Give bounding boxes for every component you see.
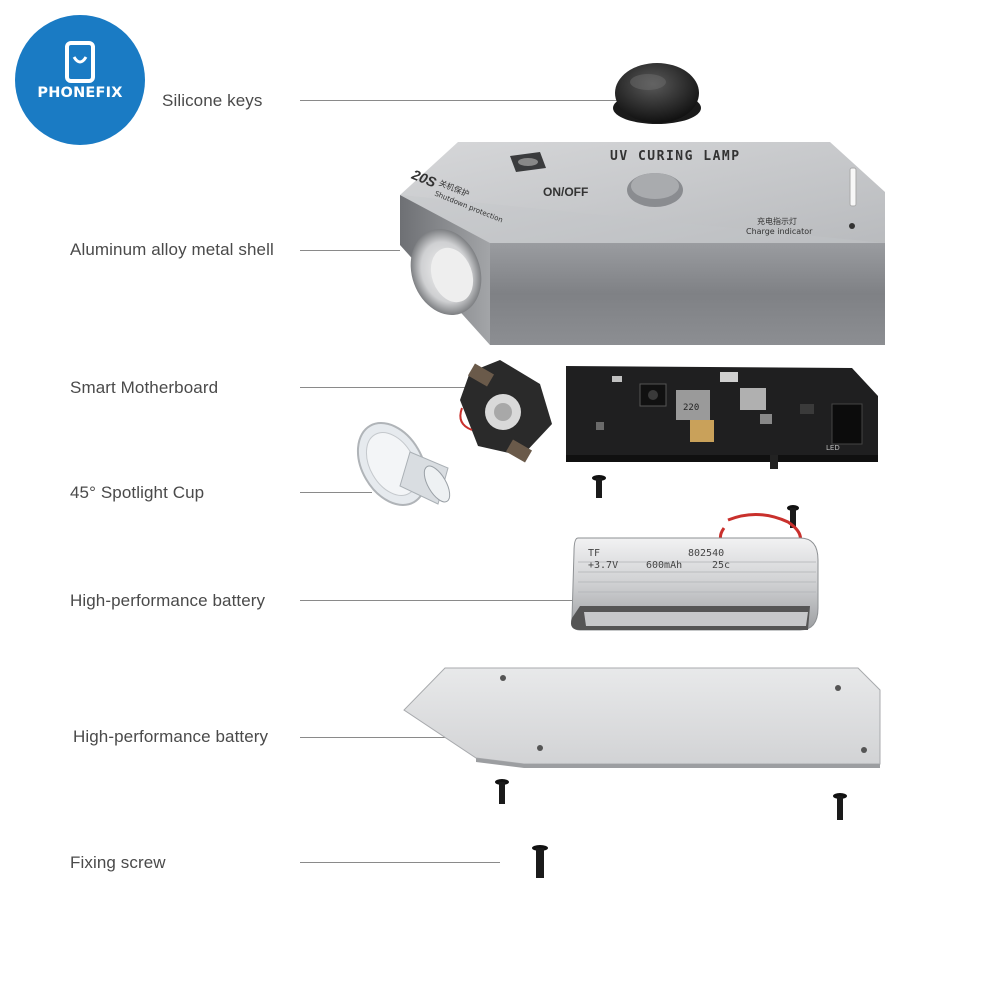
phone-icon <box>65 41 95 83</box>
label-silicone-keys: Silicone keys <box>162 91 263 110</box>
bottom-plate <box>403 667 881 768</box>
leader-silicone-keys <box>300 100 620 101</box>
label-screw: Fixing screw <box>70 853 166 872</box>
phonefix-logo: PHONEFIX <box>15 15 145 145</box>
label-motherboard: Smart Motherboard <box>70 378 219 397</box>
battery-voltage: +3.7V <box>588 560 618 571</box>
label-shell: Aluminum alloy metal shell <box>70 240 274 259</box>
battery: TF 802540 +3.7V 600mAh 25c <box>571 513 819 631</box>
battery-rate: 25c <box>712 560 730 571</box>
screw-plate-left <box>495 779 509 804</box>
shell-charge-en: Charge indicator <box>746 227 813 236</box>
screw-fixing <box>532 845 548 878</box>
label-spotlight: 45° Spotlight Cup <box>70 483 205 502</box>
shell-on-off: ON/OFF <box>543 185 588 199</box>
screw-battery <box>787 505 799 528</box>
board-inductor-mark: 220 <box>683 403 699 413</box>
battery-line1-right: 802540 <box>688 548 724 559</box>
label-bottom-plate: High-performance battery <box>73 727 269 746</box>
leader-spotlight <box>300 492 372 493</box>
leader-shell <box>300 250 400 251</box>
led-star-board <box>459 360 552 463</box>
label-battery: High-performance battery <box>70 591 266 610</box>
motherboard: 220 LED <box>566 366 878 469</box>
board-led-mark: LED <box>826 444 840 452</box>
aluminum-shell <box>400 142 885 345</box>
shell-charge-cn: 充电指示灯 <box>757 216 797 226</box>
shell-title: UV CURING LAMP <box>610 149 741 164</box>
spotlight-cup <box>356 422 451 506</box>
leader-screw <box>300 862 500 863</box>
screw-motherboard <box>592 475 606 498</box>
silicone-key <box>613 63 701 124</box>
leader-bottom-plate <box>300 737 478 738</box>
battery-line1-left: TF <box>588 548 600 559</box>
screw-plate-right <box>833 793 847 820</box>
leader-motherboard <box>300 387 480 388</box>
leader-battery <box>300 600 578 601</box>
logo-text: PHONEFIX <box>37 85 123 101</box>
battery-capacity: 600mAh <box>646 560 682 571</box>
